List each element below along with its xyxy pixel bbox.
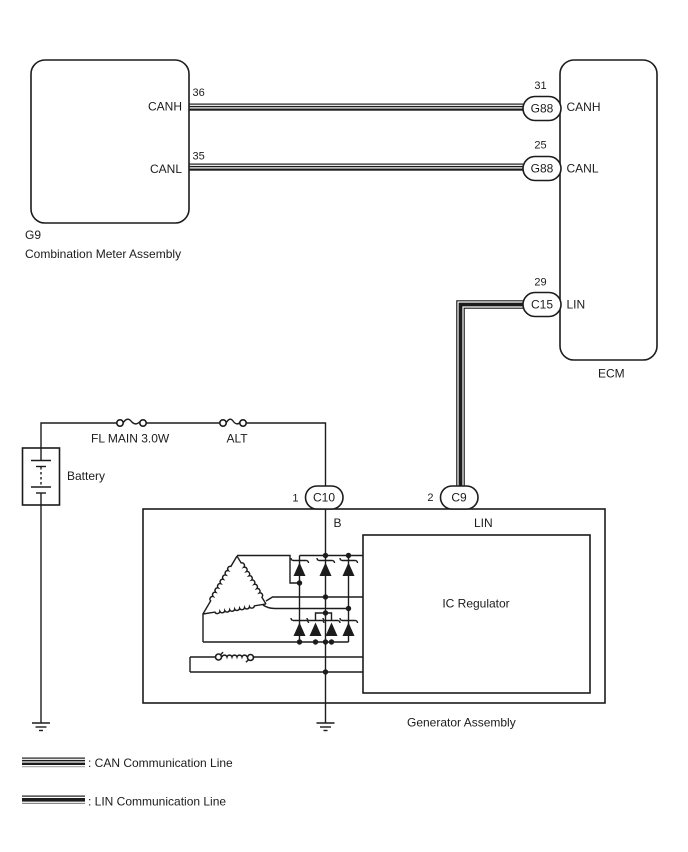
ecm-lin-connector: C15 [531, 298, 553, 312]
ecm-canl-label: CANL [567, 162, 599, 176]
meter-canl-pin: 35 [193, 151, 205, 163]
phase1-wire [237, 554, 300, 584]
meter-id: G9 [25, 228, 41, 242]
can-high-line [189, 103, 523, 111]
diode-icon [290, 617, 310, 636]
meter-name: Combination Meter Assembly [25, 247, 181, 261]
diode-icon [339, 557, 359, 576]
meter-canh-pin: 36 [193, 87, 205, 99]
diode-icons-bottom [290, 617, 359, 636]
meter-canh-label: CANH [148, 100, 182, 114]
connector-g88-canh [522, 95, 562, 122]
ecm-canh-label: CANH [567, 100, 601, 114]
c10-connector: C10 [313, 491, 335, 505]
power-bus [40, 418, 327, 486]
combination-meter-box [30, 59, 190, 224]
diode-icon [316, 557, 336, 576]
ecm-lin-label: LIN [567, 298, 586, 312]
generator-ground-icon [316, 722, 335, 732]
fuse-main-label: FL MAIN 3.0W [91, 432, 170, 446]
legend-lin-swatch [22, 795, 85, 804]
c10-terminal-label: B [334, 516, 342, 530]
connector-ovals [304, 95, 562, 510]
ic-regulator-box [362, 534, 591, 694]
phase2-wire [265, 596, 363, 602]
diode-icon [290, 557, 310, 576]
ic-regulator-label: IC Regulator [442, 597, 509, 611]
generator-name: Generator Assembly [407, 716, 516, 730]
legend-can-label: : CAN Communication Line [88, 756, 233, 770]
ecm-canh-pin: 31 [534, 80, 546, 92]
fuse-alt-label: ALT [227, 432, 249, 446]
battery-symbol [21, 447, 61, 732]
ecm-name: ECM [598, 367, 625, 381]
can-low-line [189, 163, 523, 171]
stator-winding-icon [202, 555, 267, 615]
field-coil-icon [189, 651, 363, 673]
meter-canl-label: CANL [150, 162, 182, 176]
junction-dots [296, 552, 352, 675]
diode-icons-top [290, 557, 359, 576]
generator-internals [142, 508, 606, 732]
phase3-wire [262, 604, 349, 610]
connector-c15 [522, 291, 562, 318]
ecm-box [559, 59, 658, 361]
fuse-fl-main-symbol [116, 418, 148, 427]
fuse-alt-symbol [219, 418, 248, 427]
diode-icon [339, 617, 359, 636]
connector-c9 [439, 485, 479, 510]
legend-lin-label: : LIN Communication Line [88, 795, 226, 809]
diode-icon [322, 617, 341, 636]
ecm-canh-connector: G88 [531, 102, 554, 116]
ecm-lin-pin: 29 [534, 277, 546, 289]
connector-g88-canl [522, 155, 562, 182]
ecm-canl-pin: 25 [534, 140, 546, 152]
labels: CANH CANL 36 35 G9 Combination Meter Ass… [25, 80, 625, 809]
connector-c10 [304, 485, 344, 510]
c9-connector: C9 [451, 491, 467, 505]
c10-pin: 1 [292, 493, 298, 505]
legend-can-swatch [22, 757, 85, 768]
diode-icon [306, 617, 325, 636]
ecm-canl-connector: G88 [531, 162, 554, 176]
c9-pin: 2 [427, 492, 433, 504]
battery-ground-icon [32, 722, 50, 732]
c9-terminal-label: LIN [474, 516, 493, 530]
battery-label: Battery [67, 469, 105, 483]
